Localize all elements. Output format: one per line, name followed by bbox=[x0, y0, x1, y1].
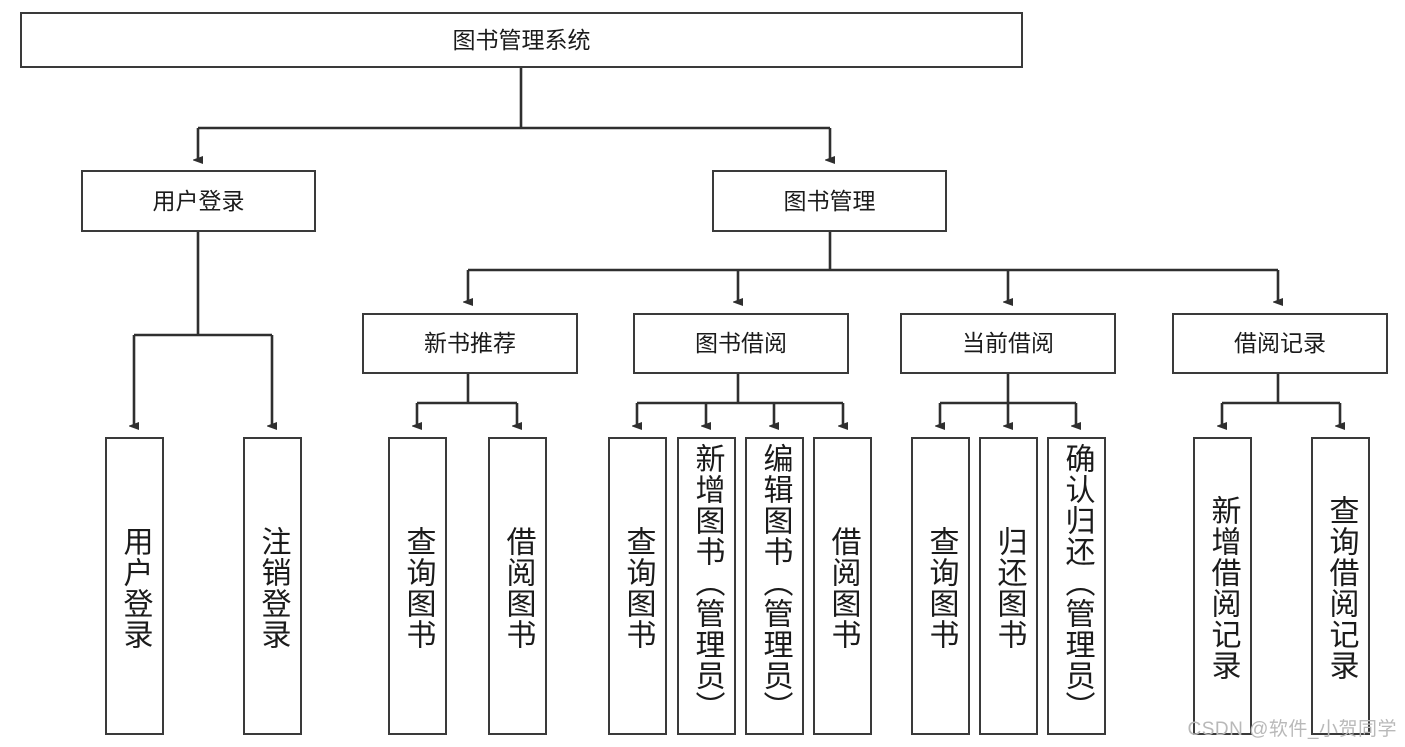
node-leaf-logout-login-label: 注销登录 bbox=[256, 526, 290, 650]
node-user-login-label: 用户登录 bbox=[152, 187, 245, 214]
node-leaf-borrow-book-2-label: 借阅图书 bbox=[826, 526, 860, 650]
node-leaf-confirm-return[interactable]: 确认归还（管理员） bbox=[1047, 437, 1106, 735]
node-leaf-query-book-1[interactable]: 查询图书 bbox=[388, 437, 447, 735]
node-borrow-record[interactable]: 借阅记录 bbox=[1172, 313, 1388, 374]
node-root[interactable]: 图书管理系统 bbox=[20, 12, 1023, 68]
node-leaf-borrow-book-1-label: 借阅图书 bbox=[501, 526, 535, 650]
node-new-book-rec-label: 新书推荐 bbox=[424, 330, 516, 357]
node-leaf-edit-book-label: 编辑图书（管理员） bbox=[758, 443, 792, 722]
node-book-manage[interactable]: 图书管理 bbox=[712, 170, 947, 232]
node-leaf-query-book-3-label: 查询图书 bbox=[924, 526, 958, 650]
node-book-borrow[interactable]: 图书借阅 bbox=[633, 313, 849, 374]
node-borrow-record-label: 借阅记录 bbox=[1234, 330, 1326, 357]
node-current-borrow[interactable]: 当前借阅 bbox=[900, 313, 1116, 374]
node-leaf-borrow-book-2[interactable]: 借阅图书 bbox=[813, 437, 872, 735]
node-leaf-query-book-1-label: 查询图书 bbox=[401, 526, 435, 650]
node-leaf-return-book[interactable]: 归还图书 bbox=[979, 437, 1038, 735]
node-root-label: 图书管理系统 bbox=[452, 26, 591, 53]
node-leaf-query-book-2-label: 查询图书 bbox=[621, 526, 655, 650]
node-leaf-confirm-return-label: 确认归还（管理员） bbox=[1060, 443, 1094, 722]
node-book-borrow-label: 图书借阅 bbox=[695, 330, 787, 357]
node-current-borrow-label: 当前借阅 bbox=[962, 330, 1054, 357]
node-user-login[interactable]: 用户登录 bbox=[81, 170, 316, 232]
node-leaf-borrow-book-1[interactable]: 借阅图书 bbox=[488, 437, 547, 735]
node-leaf-return-book-label: 归还图书 bbox=[992, 526, 1026, 650]
node-new-book-rec[interactable]: 新书推荐 bbox=[362, 313, 578, 374]
node-leaf-add-book-label: 新增图书（管理员） bbox=[690, 443, 724, 722]
node-leaf-logout-login[interactable]: 注销登录 bbox=[243, 437, 302, 735]
node-leaf-query-book-3[interactable]: 查询图书 bbox=[911, 437, 970, 735]
node-leaf-query-record[interactable]: 查询借阅记录 bbox=[1311, 437, 1370, 735]
node-book-manage-label: 图书管理 bbox=[783, 187, 876, 214]
node-leaf-user-login-label: 用户登录 bbox=[118, 526, 152, 650]
node-leaf-edit-book[interactable]: 编辑图书（管理员） bbox=[745, 437, 804, 735]
node-leaf-add-record-label: 新增借阅记录 bbox=[1206, 495, 1240, 681]
node-leaf-add-book[interactable]: 新增图书（管理员） bbox=[677, 437, 736, 735]
node-leaf-user-login[interactable]: 用户登录 bbox=[105, 437, 164, 735]
node-leaf-query-record-label: 查询借阅记录 bbox=[1324, 495, 1358, 681]
node-leaf-add-record[interactable]: 新增借阅记录 bbox=[1193, 437, 1252, 735]
node-leaf-query-book-2[interactable]: 查询图书 bbox=[608, 437, 667, 735]
